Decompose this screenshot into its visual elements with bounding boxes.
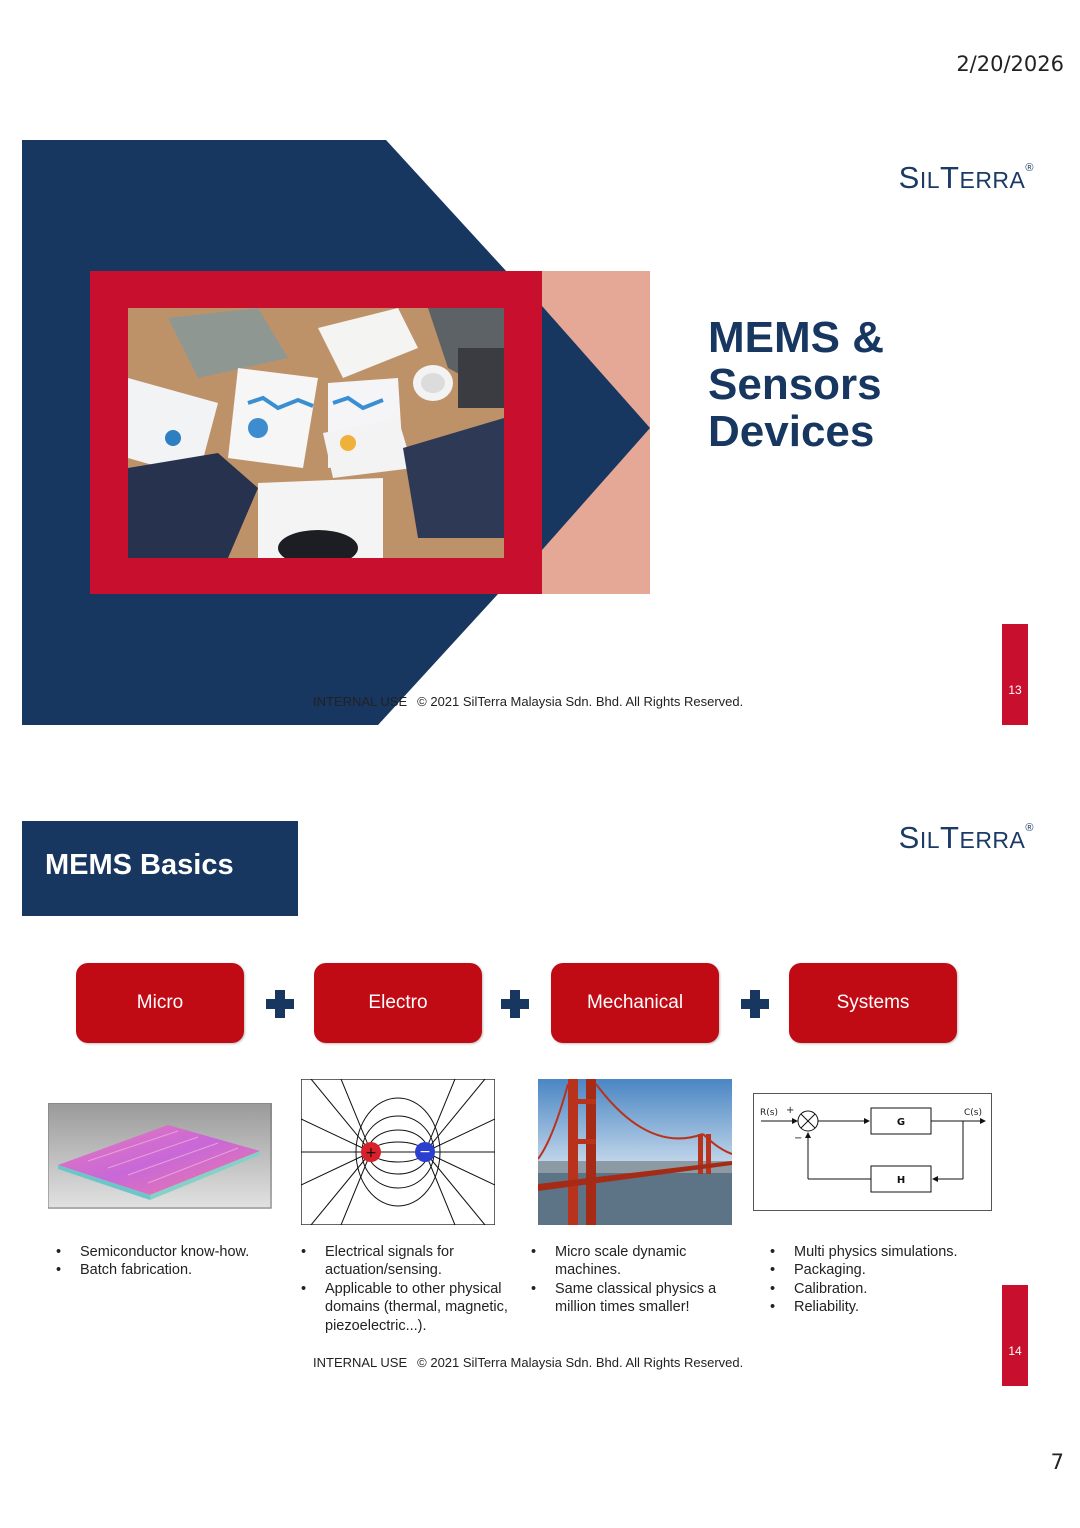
- sum-minus-sign: −: [794, 1133, 802, 1144]
- list-item: Applicable to other physical domains (th…: [301, 1280, 516, 1335]
- slide-number-tab: 13: [1002, 624, 1028, 725]
- pill-systems: Systems: [789, 963, 957, 1043]
- list-item: Electrical signals for actuation/sensing…: [301, 1243, 516, 1280]
- plus-icon: [266, 990, 294, 1018]
- list-item: Same classical physics a million times s…: [531, 1280, 736, 1317]
- control-diagram: R(s) C(s) + − G H: [753, 1093, 992, 1211]
- footer-copyright: © 2021 SilTerra Malaysia Sdn. Bhd. All R…: [417, 694, 744, 709]
- svg-text:−: −: [419, 1144, 431, 1160]
- list-item: Multi physics simulations.: [770, 1243, 985, 1262]
- input-label: R(s): [760, 1108, 778, 1118]
- list-item: Packaging.: [770, 1261, 985, 1280]
- section-header: MEMS Basics: [22, 821, 298, 916]
- footer-internal-use: INTERNAL USE: [313, 1355, 408, 1370]
- pill-electro: Electro: [314, 963, 482, 1043]
- slide-title: MEMS & Sensors Devices: [708, 314, 884, 455]
- g-block: G: [897, 1117, 905, 1128]
- slide-number: 14: [1008, 1344, 1022, 1358]
- silterra-logo: SILTERRA®: [898, 820, 1034, 855]
- slide-footer: INTERNAL USE © 2021 SilTerra Malaysia Sdn…: [313, 694, 743, 709]
- title-line-1: MEMS &: [708, 313, 884, 362]
- slide-footer: INTERNAL USE © 2021 SilTerra Malaysia Sdn…: [313, 1355, 743, 1370]
- h-block: H: [897, 1175, 905, 1186]
- chip-image: [48, 1103, 272, 1209]
- document-date: 2/20/2026: [956, 52, 1064, 76]
- pill-micro: Micro: [76, 963, 244, 1043]
- slide-14: MEMS Basics SILTERRA® Micro Electro Mech…: [0, 820, 1080, 1400]
- systems-bullets: Multi physics simulations. Packaging. Ca…: [770, 1243, 985, 1317]
- list-item: Semiconductor know-how.: [56, 1243, 286, 1262]
- title-line-2: Sensors: [708, 360, 882, 409]
- output-label: C(s): [964, 1108, 982, 1118]
- slide-13: SILTERRA® MEMS & Sensors Devices INTERNA…: [0, 140, 1080, 730]
- document-page-number: 7: [1050, 1450, 1064, 1474]
- sum-plus-sign: +: [786, 1105, 794, 1116]
- bridge-image: [538, 1079, 732, 1225]
- slide-number-tab: 14: [1002, 1285, 1028, 1386]
- title-line-3: Devices: [708, 407, 875, 456]
- mechanical-bullets: Micro scale dynamic machines. Same class…: [531, 1243, 736, 1317]
- electro-bullets: Electrical signals for actuation/sensing…: [301, 1243, 516, 1335]
- footer-copyright: © 2021 SilTerra Malaysia Sdn. Bhd. All R…: [417, 1355, 744, 1370]
- plus-icon: [501, 990, 529, 1018]
- micro-bullets: Semiconductor know-how. Batch fabricatio…: [56, 1243, 286, 1280]
- plus-icon: [741, 990, 769, 1018]
- list-item: Reliability.: [770, 1298, 985, 1317]
- svg-text:+: +: [365, 1145, 377, 1161]
- electric-field-image: + −: [301, 1079, 495, 1225]
- pill-mechanical: Mechanical: [551, 963, 719, 1043]
- list-item: Batch fabrication.: [56, 1261, 286, 1280]
- meeting-photo: [128, 308, 504, 558]
- list-item: Calibration.: [770, 1280, 985, 1299]
- slide-number: 13: [1008, 683, 1022, 697]
- section-header-title: MEMS Basics: [45, 849, 234, 881]
- silterra-logo: SILTERRA®: [898, 160, 1034, 195]
- footer-internal-use: INTERNAL USE: [313, 694, 408, 709]
- list-item: Micro scale dynamic machines.: [531, 1243, 736, 1280]
